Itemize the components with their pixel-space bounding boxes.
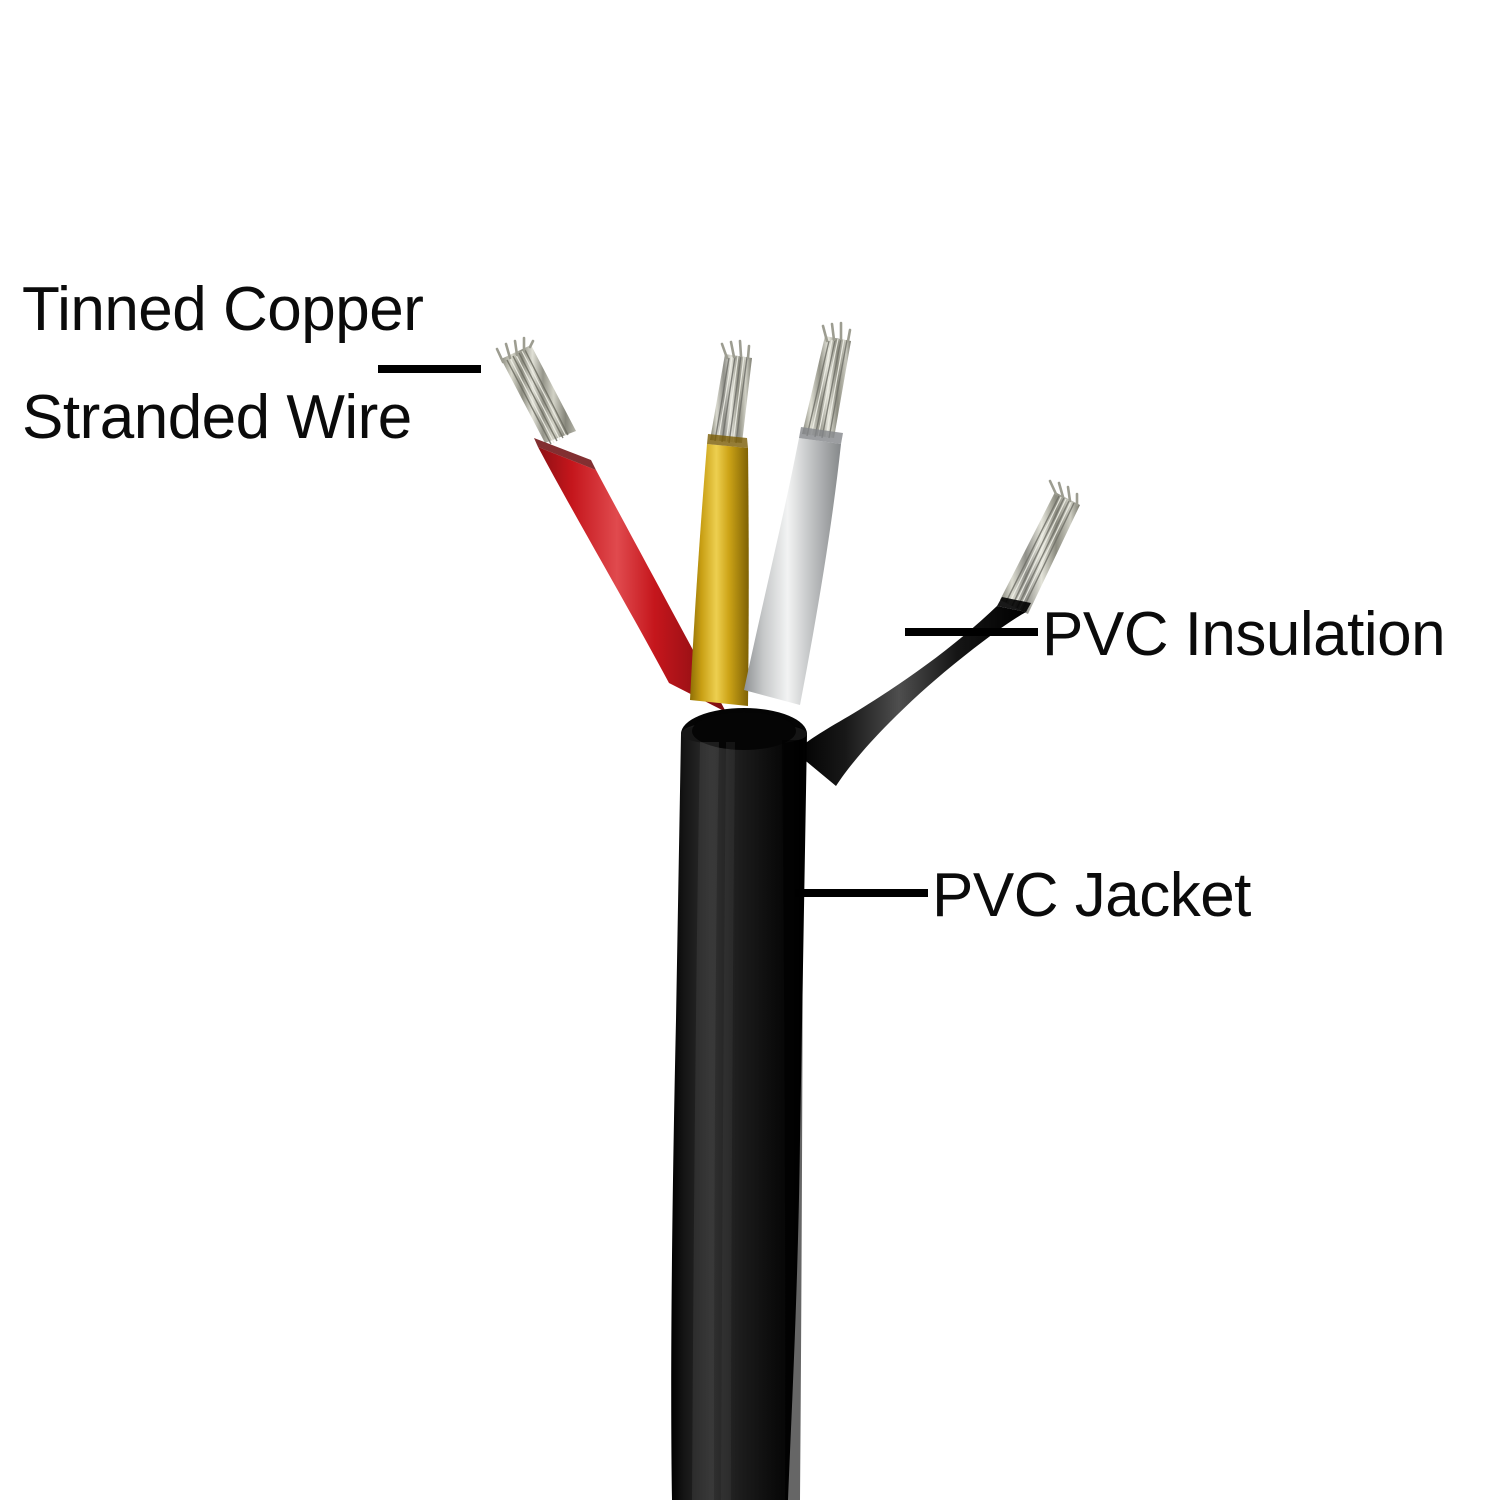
pvc-jacket-body xyxy=(671,712,807,1500)
label-pvc-jacket: PVC Jacket xyxy=(932,861,1251,930)
label-tinned-copper-line1: Tinned Copper xyxy=(22,275,423,344)
yellow-conductor-strands xyxy=(710,339,752,444)
white-conductor-strands xyxy=(802,321,852,439)
red-insulation xyxy=(538,447,726,712)
white-conductor xyxy=(744,321,852,705)
black-insulation xyxy=(795,606,1026,786)
black-conductor-strands xyxy=(1000,479,1080,614)
red-conductor-strands xyxy=(495,336,576,445)
white-insulation xyxy=(744,438,841,705)
black-conductor xyxy=(795,479,1080,786)
yellow-conductor xyxy=(690,339,752,706)
label-tinned-copper-line2: Stranded Wire xyxy=(22,383,412,452)
yellow-insulation xyxy=(690,444,749,706)
label-pvc-insulation: PVC Insulation xyxy=(1042,600,1445,669)
red-conductor xyxy=(495,336,726,712)
